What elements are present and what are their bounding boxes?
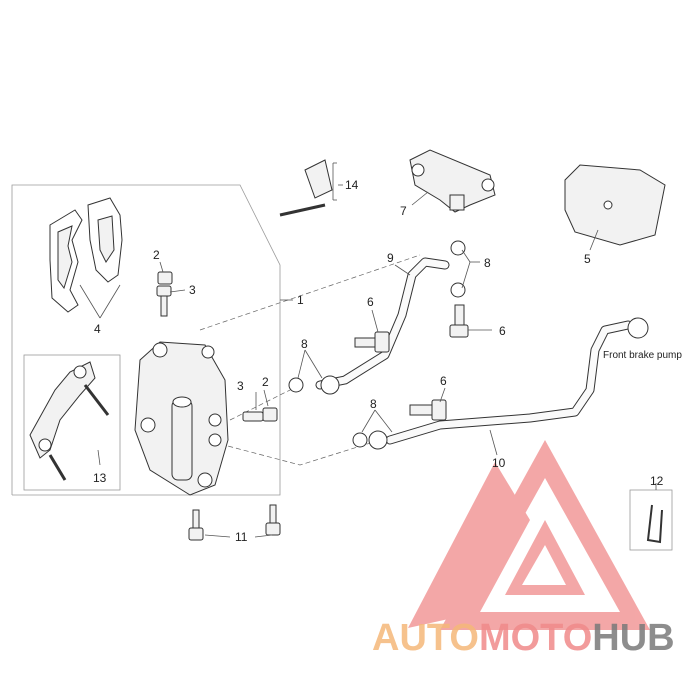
callout-7: 7 bbox=[400, 204, 407, 218]
wordmark-auto: AUTO bbox=[372, 617, 479, 659]
alignment-dash-line bbox=[229, 384, 301, 421]
callout-9: 9 bbox=[387, 251, 394, 265]
callout-2-side: 2 bbox=[262, 375, 269, 389]
automotohub-logo-icon bbox=[408, 440, 650, 630]
brake-hose-lower bbox=[368, 317, 649, 450]
alignment-dash-line bbox=[204, 439, 381, 466]
hose-clip bbox=[629, 489, 673, 551]
bleed-screw-side bbox=[242, 407, 278, 422]
callout-8-lower: 8 bbox=[370, 397, 377, 411]
callout-6-right: 6 bbox=[499, 324, 506, 338]
alignment-dash-line bbox=[199, 254, 421, 331]
bracket-inset-frame bbox=[23, 354, 121, 491]
wordmark-moto: MOTO bbox=[479, 617, 592, 659]
callout-4: 4 bbox=[94, 322, 101, 336]
brake-hose-upper bbox=[315, 257, 450, 395]
leader-lines bbox=[79, 162, 657, 538]
callout-11: 11 bbox=[235, 530, 248, 544]
wordmark-hub: HUB bbox=[592, 617, 674, 659]
callout-14: 14 bbox=[345, 178, 359, 192]
protective-cover bbox=[564, 164, 666, 246]
callout-12: 12 bbox=[650, 474, 664, 488]
callout-1: 1 bbox=[297, 293, 304, 307]
pad-pin-and-clip bbox=[279, 159, 333, 217]
bleed-screw-top bbox=[156, 271, 173, 317]
caliper-bolts bbox=[188, 504, 281, 541]
callout-3-top: 3 bbox=[189, 283, 196, 297]
banjo-bolts bbox=[354, 304, 469, 421]
caliper-bracket bbox=[29, 361, 110, 481]
callout-10: 10 bbox=[492, 456, 506, 470]
callout-5: 5 bbox=[584, 252, 591, 266]
automotohub-wordmark: AUTOMOTOHUB bbox=[372, 617, 675, 659]
callout-3-side: 3 bbox=[237, 379, 244, 393]
callout-6-lower: 6 bbox=[440, 374, 447, 388]
front-brake-pump-label: Front brake pump bbox=[603, 350, 682, 361]
caliper-assembly-frame bbox=[11, 184, 281, 496]
callout-13: 13 bbox=[93, 471, 107, 485]
brake-union-fitting bbox=[409, 149, 496, 213]
sealing-washers bbox=[288, 240, 466, 448]
callout-2-top: 2 bbox=[153, 248, 160, 262]
callout-8-left: 8 bbox=[301, 337, 308, 351]
callout-6-left: 6 bbox=[367, 295, 374, 309]
brake-pads bbox=[49, 197, 123, 313]
brake-caliper-body bbox=[134, 341, 229, 496]
callout-8-upper: 8 bbox=[484, 256, 491, 270]
